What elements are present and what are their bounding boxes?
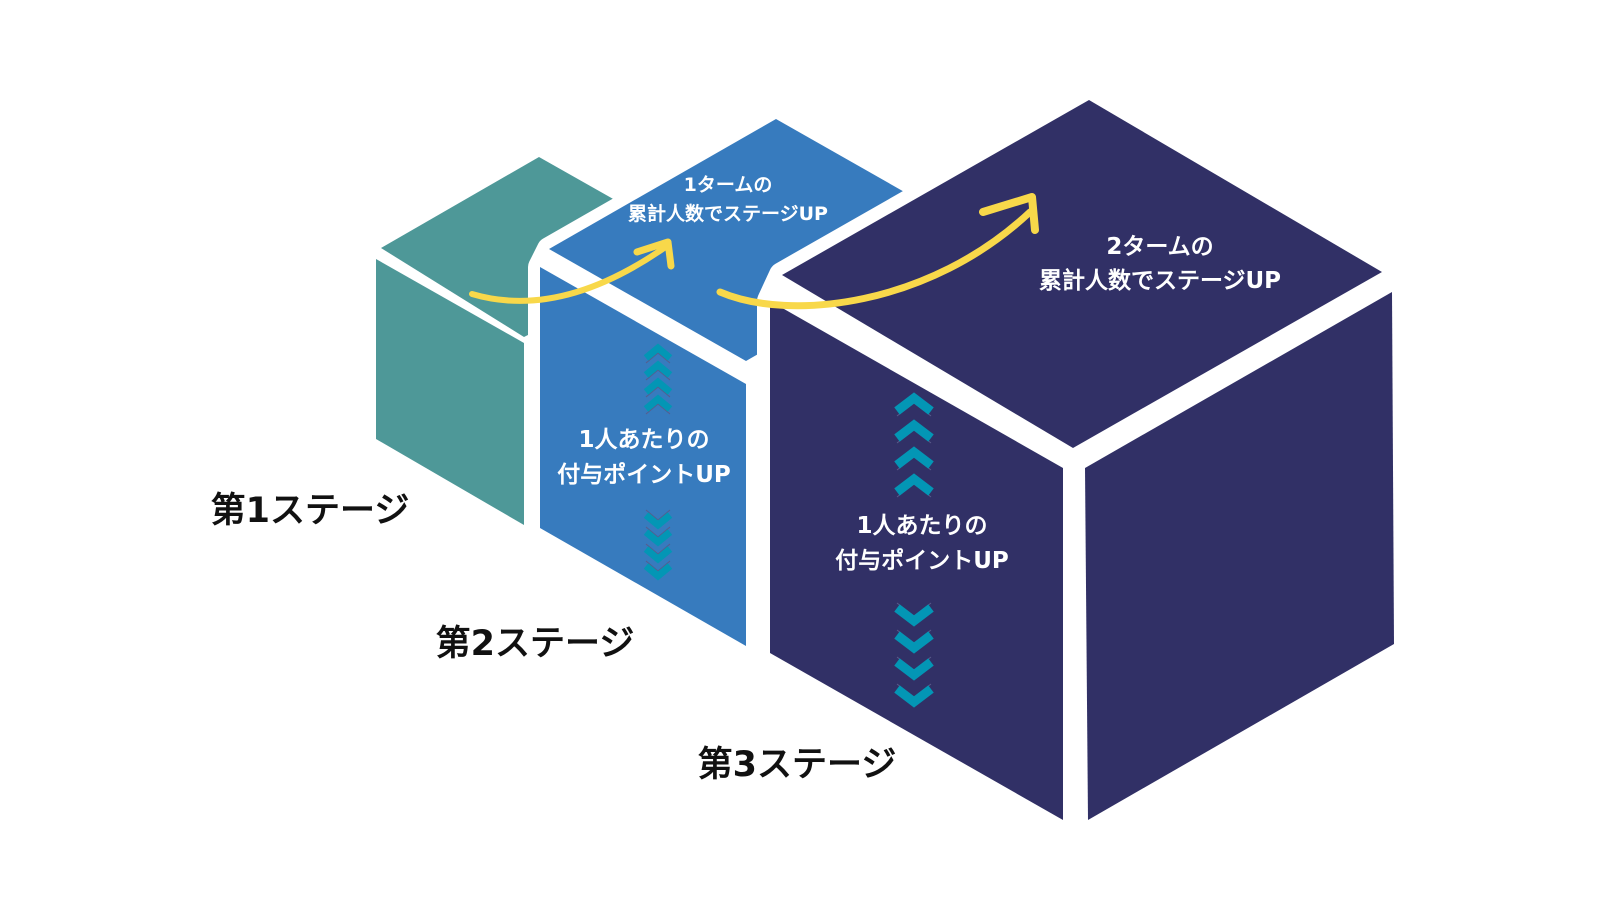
chevron-down-icon bbox=[894, 602, 934, 708]
cube3-left-face bbox=[770, 301, 1063, 820]
chevron-down-outline bbox=[645, 526, 671, 538]
stage3-face-text-line1: 1人あたりの bbox=[856, 513, 987, 539]
chevron-up-icon bbox=[643, 343, 673, 361]
cube1-left-face bbox=[376, 259, 524, 525]
chevron-up-icon bbox=[894, 473, 934, 496]
chevron-up-outline bbox=[645, 386, 671, 398]
chevron-up-icon bbox=[894, 392, 934, 415]
chevron-up-icon bbox=[894, 392, 934, 498]
stage3-face-text-line2: 付与ポイントUP bbox=[835, 547, 1009, 574]
stage2-face-text-line1: 1人あたりの bbox=[578, 427, 709, 453]
chevron-down-icon bbox=[894, 631, 934, 654]
chevron-down-icon bbox=[643, 529, 673, 547]
chevron-down-outline bbox=[645, 560, 671, 572]
chevron-up-outline bbox=[645, 352, 671, 364]
chevron-up-icon bbox=[894, 419, 934, 442]
chevron-up-icon bbox=[643, 343, 673, 415]
chevron-down-outline bbox=[645, 509, 671, 521]
chevron-up-outline bbox=[645, 369, 671, 381]
cube3-right-face bbox=[1085, 292, 1394, 820]
stage2-top-text-line1: 1タームの bbox=[684, 174, 773, 196]
chevron-up-icon bbox=[894, 446, 934, 469]
stage2-label: 第2ステージ bbox=[436, 624, 635, 664]
chevron-up-icon bbox=[643, 360, 673, 378]
chevron-up-icon bbox=[643, 377, 673, 395]
stage1-label: 第1ステージ bbox=[211, 491, 410, 531]
chevron-down-icon bbox=[894, 685, 934, 708]
chevron-down-icon bbox=[894, 604, 934, 627]
chevron-down-icon bbox=[894, 658, 934, 681]
cube3-top-face bbox=[782, 100, 1382, 448]
chevron-down-icon bbox=[643, 512, 673, 530]
stage2-face-text-line2: 付与ポイントUP bbox=[557, 461, 731, 488]
arrow-curved-up-icon bbox=[716, 193, 1039, 310]
chevron-down-outline bbox=[645, 543, 671, 555]
cube2-top-face bbox=[549, 119, 973, 361]
chevron-up-outline bbox=[645, 403, 671, 415]
arrow-curved-up-icon bbox=[469, 238, 675, 304]
stage3-top-text-line1: 2タームの bbox=[1106, 234, 1213, 260]
chevron-down-icon bbox=[643, 509, 673, 581]
chevron-down-icon bbox=[643, 546, 673, 564]
chevron-up-icon bbox=[643, 394, 673, 412]
stage3-top-text-line2: 累計人数でステージUP bbox=[1039, 267, 1281, 294]
chevron-down-icon bbox=[643, 563, 673, 581]
stage3-label: 第3ステージ bbox=[698, 745, 897, 785]
stage2-top-text-line2: 累計人数でステージUP bbox=[628, 202, 828, 225]
cube2-left-face bbox=[540, 267, 746, 646]
